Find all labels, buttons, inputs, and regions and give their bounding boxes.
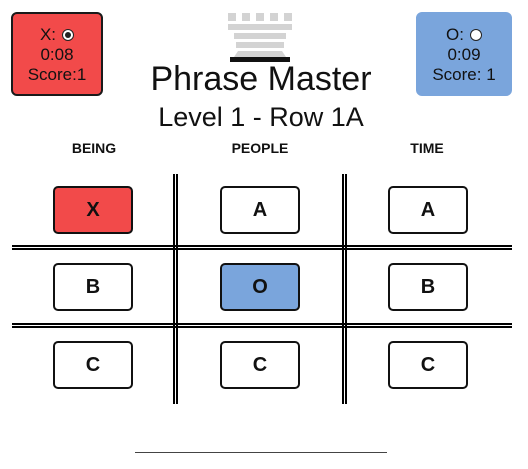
grid-divider-vertical (342, 174, 347, 404)
grid-divider-vertical (173, 174, 178, 404)
player-o-label: O: (446, 25, 464, 44)
bottom-divider (135, 452, 387, 453)
player-x-score: Score:1 (27, 65, 87, 84)
crown-icon (228, 13, 292, 62)
board-cell[interactable]: C (388, 341, 468, 389)
player-o-label-line: O: (418, 25, 510, 45)
page-title: Phrase Master (150, 60, 372, 98)
board-cell[interactable]: B (388, 263, 468, 311)
grid-divider-horizontal (12, 323, 512, 328)
column-header-people: PEOPLE (231, 140, 289, 156)
board-cell[interactable]: B (53, 263, 133, 311)
board-cell[interactable]: C (53, 341, 133, 389)
board-cell[interactable]: A (388, 186, 468, 234)
player-o-turn-radio (469, 28, 482, 41)
player-x-timer: 0:08 (40, 45, 74, 64)
column-header-time: TIME (410, 140, 444, 156)
player-x-label-line: X: (13, 25, 101, 45)
player-x-turn-radio (62, 28, 75, 41)
level-subtitle: Level 1 - Row 1A (158, 102, 364, 132)
player-o-card: O: 0:09 Score: 1 (416, 12, 512, 96)
player-x-card: X: 0:08 Score:1 (11, 12, 103, 96)
board-cell[interactable]: C (220, 341, 300, 389)
board-cell[interactable]: X (53, 186, 133, 234)
board-cell[interactable]: O (220, 263, 300, 311)
column-header-being: BEING (71, 140, 117, 156)
player-o-score: Score: 1 (432, 65, 496, 84)
board-cell[interactable]: A (220, 186, 300, 234)
player-x-label: X: (39, 25, 57, 44)
player-o-timer: 0:09 (447, 45, 481, 64)
grid-divider-horizontal (12, 245, 512, 250)
